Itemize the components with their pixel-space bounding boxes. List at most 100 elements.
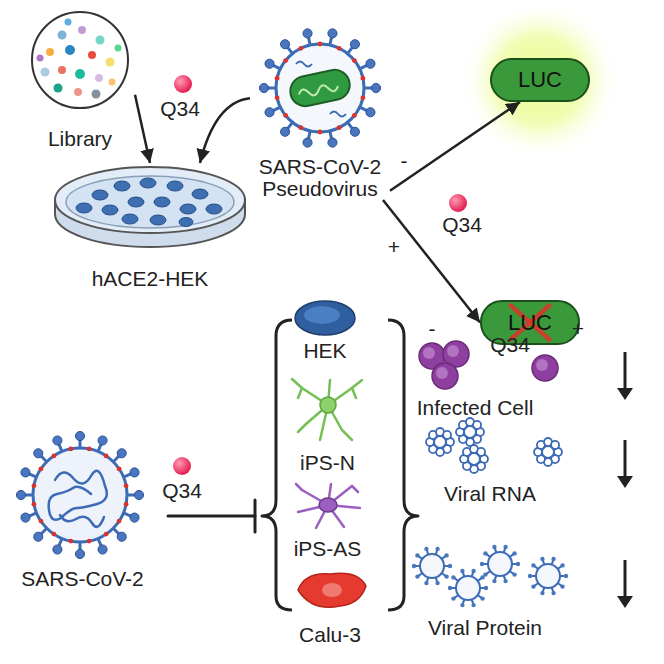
viral-protein-particles-part [560,584,564,588]
viral-protein-particles-part [460,569,464,573]
viral-protein-particles-part [435,547,439,551]
compound-library-part [54,84,63,93]
figure-label: - [429,318,436,340]
sars-cov-2-particle-part [98,545,107,554]
viral-protein-particles-part [415,553,419,557]
pseudovirus-particle-part [371,83,380,92]
decrease-arrow [617,352,633,608]
sars-cov-2-particle-part [104,532,109,537]
viral-protein-particles-part [536,564,560,588]
sars-cov-2-particle-part [51,454,56,459]
compound-library-part [74,88,82,96]
sars-cov-2-particle-part [21,513,30,522]
viral-rna-part [464,426,476,438]
viral-protein-particles-part [444,553,448,557]
pseudovirus-particle-part [350,127,359,136]
viral-protein-particles-part [424,547,428,551]
culture-dish-part-part [92,190,108,200]
pseudovirus-particle-part [281,40,290,49]
astrocyte-part [352,486,358,492]
sars-cov-2-particle-part [39,519,44,524]
viral-rna-part [542,446,554,458]
compound-library-part [65,19,72,26]
viral-protein-particles-part [451,596,455,600]
sars-cov-2-particle-part [53,436,62,445]
sars-cov-2-particle-part [117,466,122,471]
culture-dish-part-part [122,214,138,224]
viral-protein-particles-part [560,563,564,567]
compound-library-part [96,36,105,45]
cell-type-node: iPS-N [280,372,375,474]
culture-dish-part-part [102,205,118,215]
viral-protein-particles-part [488,552,512,576]
sars-cov-2-particle-part [98,436,107,445]
sars-cov-2-particle-part [49,471,107,520]
pseudovirus-particle-part [337,46,342,51]
pseudovirus-particle-part [299,125,304,130]
viral-protein-particles-part [480,562,484,566]
viral-protein-particles-part [540,557,544,561]
virus-node: SARS-CoV-2 [10,435,155,590]
pseudovirus-particle-part [288,67,353,109]
hek-cell [295,301,355,335]
sars-cov-2-particle-part [53,545,62,554]
culture-dish-part-part [206,204,222,214]
figure-label: - [401,150,408,172]
culture-dish-part-part [180,204,196,214]
viral-protein-particles-part [456,576,480,600]
culture-dish-part-part [76,203,92,213]
sars-cov-2-particle-part [51,532,56,537]
dish-node: hACE2-HEK [50,163,250,290]
node-label: SARS-CoV-2 Pseudovirus [254,156,386,200]
culture-dish-part [76,178,222,227]
cell-type-node: HEK [285,298,365,362]
sars-cov-2-particle-part [34,532,43,541]
infected-cells-part [436,367,448,379]
compound-library-part [37,55,44,62]
viral-protein-particles-part [435,581,439,585]
sars-cov-2-particle-part [39,466,44,471]
sars-cov-2-particle-part [104,454,109,459]
viral-protein-particles-part [551,557,555,561]
pseudovirus-particle-part [259,83,268,92]
library-node: Library [25,12,135,150]
figure-label: Q34 [490,334,530,356]
figure-label: Q34 [160,98,200,120]
viral-protein-particles-part [503,545,507,549]
cell-bracket [262,320,418,610]
flow-arrow [390,102,520,191]
culture-dish-part-part [154,197,170,207]
calu-3-cell [298,573,366,607]
sars-cov-2-particle-part [130,468,139,477]
compound-library-part [78,26,86,34]
compound-library-part [46,48,54,56]
astrocyte [296,484,360,528]
pseudovirus-particle-part [298,82,339,98]
decrease-arrow-part [624,352,627,390]
neuron [292,379,362,440]
node-label: HEK [303,340,346,362]
inhibition-bar [168,500,255,532]
viral-protein-particles-part [480,596,484,600]
culture-dish-part-part [192,189,208,199]
pseudovirus-particle-part [281,127,290,136]
sars-cov-2-particle-part [34,449,43,458]
pseudovirus-particle-part [350,40,359,49]
pseudovirus-particle-part [328,29,337,38]
viral-protein-particles-part [503,579,507,583]
neuron-part [298,388,302,398]
viral-protein-particles-part [448,586,452,590]
decrease-arrow-part [617,388,633,400]
cell-type-node: Calu-3 [280,566,380,646]
compound-library-part [92,90,101,99]
sars-cov-2-particle-part [33,448,127,542]
viral-rna-part [434,436,446,448]
node-label: iPS-N [300,452,355,474]
sars-cov-2-particle-part [87,447,92,452]
sars-cov-2-particle-part [16,490,25,499]
viral-protein-particles-part [540,591,544,595]
node-label: LUC [508,312,552,334]
node-label: Calu-3 [299,624,361,646]
viral-protein-particles-part [484,586,488,590]
